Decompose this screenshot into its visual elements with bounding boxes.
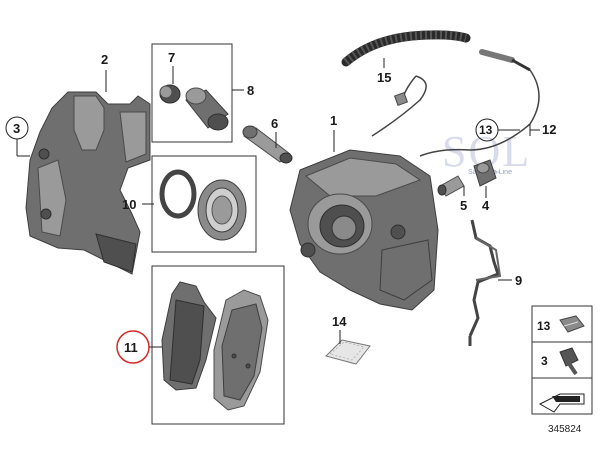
anti-rattle-spring-part bbox=[468, 219, 502, 346]
callout-8: 8 bbox=[247, 83, 254, 98]
caliper-housing-part bbox=[289, 149, 439, 311]
legend-clip-item: 13 bbox=[537, 315, 585, 333]
box-guide-sleeve-kit bbox=[151, 43, 233, 143]
callout-2: 2 bbox=[101, 52, 108, 67]
bleeder-screw-part bbox=[437, 175, 465, 197]
grease-packet-part bbox=[325, 339, 371, 365]
box-brake-pads-kit bbox=[151, 265, 285, 425]
callout-1: 1 bbox=[330, 113, 337, 128]
legend-arrow-item bbox=[538, 393, 585, 413]
callout-15: 15 bbox=[377, 70, 391, 85]
callout-5: 5 bbox=[460, 198, 467, 213]
callout-11: 11 bbox=[124, 340, 138, 355]
callout-12: 12 bbox=[542, 122, 556, 137]
callout-10: 10 bbox=[122, 197, 136, 212]
callout-3: 3 bbox=[13, 121, 20, 136]
callout-9: 9 bbox=[515, 273, 522, 288]
brake-pads-part bbox=[161, 281, 269, 411]
wear-sensor-cable-part bbox=[341, 30, 540, 157]
caliper-carrier-part bbox=[25, 91, 151, 275]
guide-sleeve-part bbox=[159, 84, 229, 131]
callout-4: 4 bbox=[482, 198, 490, 213]
diagram-reference-number: 345824 bbox=[548, 424, 582, 435]
dust-cap-part bbox=[473, 159, 497, 187]
callout-14: 14 bbox=[332, 314, 347, 329]
legend-bolt-item: 3 bbox=[541, 347, 579, 376]
piston-seal-part bbox=[159, 169, 247, 241]
callout-7: 7 bbox=[168, 50, 175, 65]
callout-6: 6 bbox=[271, 116, 278, 131]
svg-text:3: 3 bbox=[541, 354, 548, 368]
svg-text:13: 13 bbox=[537, 319, 551, 333]
callout-13: 13 bbox=[479, 123, 493, 137]
guide-bolt-part bbox=[242, 125, 293, 164]
